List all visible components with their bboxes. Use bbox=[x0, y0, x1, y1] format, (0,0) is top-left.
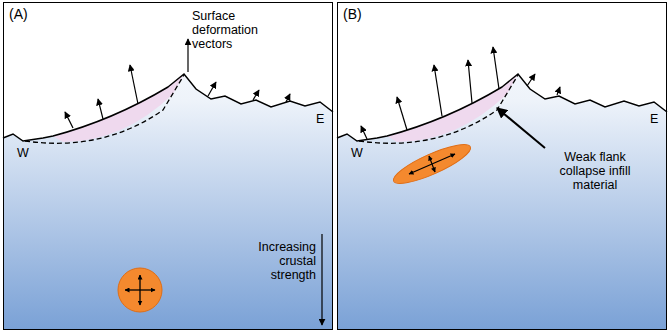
direction-label: E bbox=[316, 112, 330, 126]
direction-label: E bbox=[650, 112, 664, 126]
callout-text: Weak flank collapse infill material bbox=[545, 150, 645, 192]
panel-label: (A) bbox=[9, 6, 28, 22]
axis-note: Increasing crustal strength bbox=[240, 240, 316, 282]
direction-label: W bbox=[17, 146, 31, 160]
panel-label: (B) bbox=[343, 6, 362, 22]
annotation: Surface deformation vectors bbox=[192, 9, 292, 51]
direction-label: W bbox=[351, 146, 365, 160]
